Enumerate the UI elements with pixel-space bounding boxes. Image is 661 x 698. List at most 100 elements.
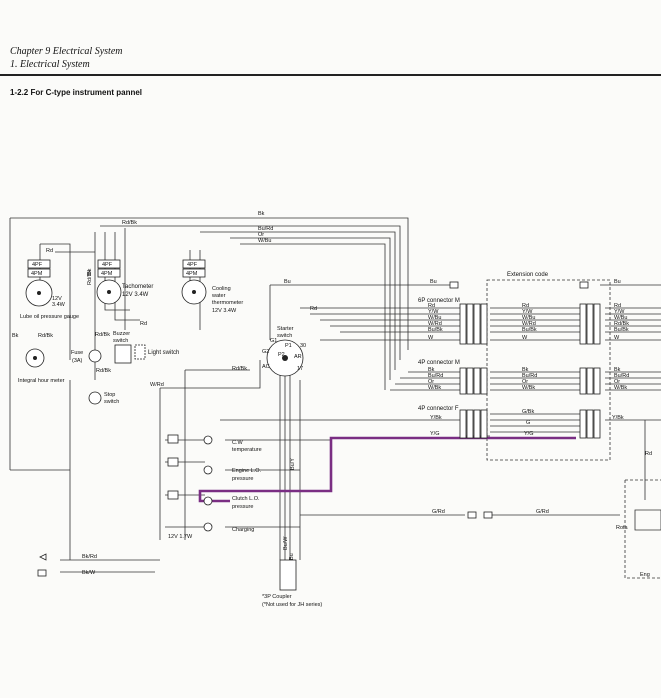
wire-label: Y/W — [522, 309, 533, 315]
wire-label: Y/W — [428, 309, 439, 315]
wire-label: W/Bk — [522, 385, 535, 391]
svg-text:Stop: Stop — [104, 392, 115, 398]
partial-label-eng: Eng — [640, 572, 650, 578]
svg-text:Starter: Starter — [277, 326, 294, 332]
svg-text:Clutch L.O.: Clutch L.O. — [232, 496, 260, 502]
light-switch: Light switch — [134, 344, 179, 360]
lube-oil-gauge: 4PF 4PM 12V 3.4W Lube oil pressure gauge — [20, 259, 79, 320]
wire-label: Bu — [430, 279, 437, 285]
wire-label: Bk — [614, 367, 621, 373]
wire-label: Or — [522, 379, 528, 385]
svg-text:pressure: pressure — [232, 504, 253, 510]
wire-label: Bu/Rd — [258, 226, 273, 232]
svg-text:P2: P2 — [278, 352, 285, 358]
wire-label: Bk — [258, 211, 265, 217]
wire-label: Y/Bk — [430, 415, 442, 421]
svg-text:AC: AC — [262, 364, 270, 370]
wire-label: Bu — [614, 279, 621, 285]
extension-code-label: Extension code — [507, 272, 549, 278]
wire-label: Bk — [522, 367, 529, 373]
svg-text:Engine L.O.: Engine L.O. — [232, 468, 262, 474]
svg-text:4P connector M: 4P connector M — [418, 360, 460, 366]
svg-text:Fuse: Fuse — [71, 350, 83, 356]
wire-label: Or — [428, 379, 434, 385]
svg-text:4PF: 4PF — [187, 262, 198, 268]
svg-text:Charging: Charging — [232, 527, 254, 533]
wire-label: Rd/Bk — [232, 366, 247, 372]
hour-meter: Integral hour meter — [18, 348, 65, 384]
stop-switch: Stop switch — [88, 391, 119, 405]
wire-label: W/Bk — [614, 385, 627, 391]
wire-label: Rd — [614, 303, 621, 309]
wire-label: W/Rd — [428, 321, 442, 327]
wire-label: Rd — [522, 303, 529, 309]
wire-label: Rd/Bk — [96, 368, 111, 374]
wire-label: Y/Bk — [612, 415, 624, 421]
tachometer: 4PF 4PM Tachometer 12V 3.4W — [96, 259, 153, 305]
svg-text:AR: AR — [294, 354, 302, 360]
svg-text:12V 1.7W: 12V 1.7W — [168, 534, 193, 540]
svg-text:12V 3.4W: 12V 3.4W — [212, 308, 237, 314]
svg-text:4PM: 4PM — [101, 271, 113, 277]
svg-text:Light switch: Light switch — [148, 350, 179, 356]
wire-label: G — [526, 420, 530, 426]
wire-label: Bk — [12, 333, 19, 339]
warning-lamps: C.W temperature Engine L.O. pressure Clu… — [167, 434, 262, 540]
svg-text:C.W: C.W — [232, 440, 244, 446]
wire-label: W/Bu — [428, 315, 441, 321]
wire-label: Bu/Rd — [522, 373, 537, 379]
svg-text:water: water — [211, 293, 226, 299]
wire-label: W — [614, 335, 620, 341]
svg-text:G1: G1 — [270, 338, 277, 344]
wire-label-vertical: Bk — [87, 268, 93, 275]
svg-text:switch: switch — [113, 338, 128, 344]
wire-label: Rd/Bk — [122, 220, 137, 226]
svg-text:3.4W: 3.4W — [52, 302, 66, 308]
section-title: 1. Electrical System — [10, 59, 90, 70]
wire-label: Rd/Bk — [38, 333, 53, 339]
svg-text:4PM: 4PM — [31, 271, 43, 277]
svg-text:4PF: 4PF — [102, 262, 113, 268]
wire-label: Y/G — [524, 431, 533, 437]
svg-text:G2: G2 — [262, 349, 269, 355]
connector-6p: 6P connector M — [418, 298, 601, 345]
svg-text:pressure: pressure — [232, 476, 253, 482]
cooling-water-thermometer: 4PF 4PM Cooling water thermometer 12V 3.… — [181, 259, 243, 314]
svg-text:6P connector M: 6P connector M — [418, 298, 460, 304]
wire-label: Rd — [140, 321, 147, 327]
svg-text:switch: switch — [104, 399, 119, 405]
svg-text:12V 3.4W: 12V 3.4W — [122, 292, 149, 298]
connector-4p-f: 4P connector F — [418, 406, 601, 439]
wire-label: Rd — [310, 306, 317, 312]
wire-label: G/Bk — [522, 409, 534, 415]
wire-label: W/Bk — [428, 385, 441, 391]
connector-4p-m: 4P connector M — [418, 360, 601, 395]
svg-text:Cooling: Cooling — [212, 286, 231, 292]
wire-label: Bu — [284, 279, 291, 285]
header-rule — [0, 74, 661, 76]
wire-label: Bu/Rd — [428, 373, 443, 379]
starter-switch: Starter switch G1 G2 P1 30 P2 AR AC 17 — [262, 326, 306, 377]
svg-text:17: 17 — [297, 366, 303, 372]
svg-text:(*Not used for JH series): (*Not used for JH series) — [262, 602, 322, 608]
wire-label: Bu/Bk — [522, 327, 537, 333]
wire-label: Bu/Bk — [614, 327, 629, 333]
svg-text:Tachometer: Tachometer — [122, 284, 153, 290]
wire-label: Bu/Bk — [428, 327, 443, 333]
wire-label: Rd — [645, 451, 652, 457]
svg-text:(3A): (3A) — [72, 358, 83, 364]
wire-label: W — [522, 335, 528, 341]
wire-label: Bk/Rd — [82, 554, 97, 560]
wire-label: Y/W — [614, 309, 625, 315]
wire-label-vertical: Bu/Y — [290, 458, 296, 470]
wire-label: G/Rd — [536, 509, 549, 515]
3p-coupler: *3P Coupler (*Not used for JH series) — [262, 559, 322, 608]
subsection-title: 1-2.2 For C-type instrument pannel — [10, 88, 143, 97]
svg-text:4PF: 4PF — [32, 262, 43, 268]
svg-text:Buzzer: Buzzer — [113, 331, 130, 337]
wire-label: Bk — [428, 367, 435, 373]
wire-label-vertical: Bu/W — [283, 536, 289, 550]
wire-label: Bu/Rd — [614, 373, 629, 379]
